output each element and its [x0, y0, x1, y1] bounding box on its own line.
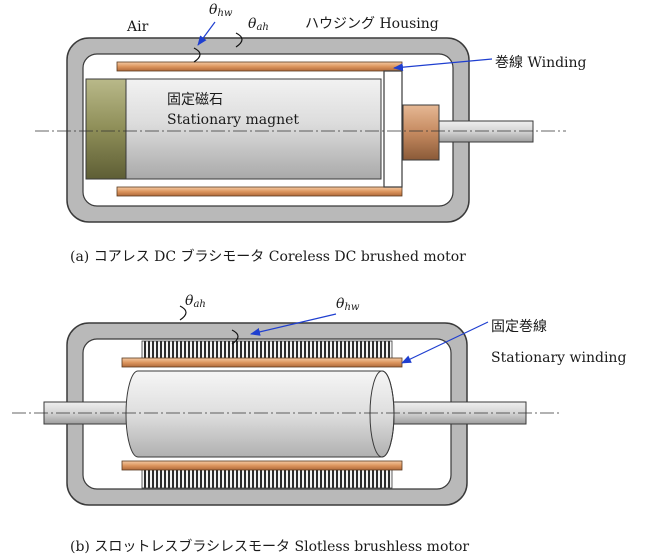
stator-core-bottom — [141, 467, 393, 489]
bushing-a — [402, 104, 440, 161]
rotor-b-end — [369, 370, 395, 458]
magnet-label-en: Stationary magnet — [167, 112, 299, 128]
gap-mark-hw-b — [231, 329, 239, 345]
diagram-a: Air θhw θah ハウジング Housing 巻線 Winding 固定磁… — [35, 2, 587, 265]
winding-top-b — [121, 357, 403, 368]
theta-ah-sub-b: ah — [193, 299, 205, 310]
rotor-b — [125, 370, 395, 458]
air-label: Air — [126, 19, 149, 35]
winding-end-a — [383, 70, 403, 188]
theta-hw-sub-b: hw — [344, 302, 359, 313]
theta-ah-label-b: θah — [185, 293, 206, 310]
winding-top-a — [116, 61, 403, 72]
shaft-a — [438, 120, 534, 143]
theta-ah-label-a: θah — [248, 16, 269, 33]
gap-mark-ah-b — [179, 305, 187, 321]
theta-hw-label-a: θhw — [209, 2, 233, 19]
theta-ah-sub-a: ah — [256, 22, 268, 33]
winding-label-b-en: Stationary winding — [491, 350, 626, 366]
winding-bottom-a — [116, 186, 403, 197]
winding-label-a: 巻線 Winding — [495, 55, 587, 71]
magnet-end-a — [85, 78, 127, 180]
caption-b: (b) スロットレスブラシレスモータ Slotless brushless mo… — [70, 538, 469, 555]
theta-hw-arrow-b — [250, 313, 337, 336]
theta-hw-label-b: θhw — [336, 296, 360, 313]
winding-label-b-jp: 固定巻線 — [491, 319, 547, 335]
magnet-label-jp: 固定磁石 — [167, 92, 223, 108]
diagram-b: θah θhw 固定巻線 Stationary winding (b) スロット… — [12, 293, 626, 555]
stationary-magnet — [125, 78, 382, 180]
winding-bottom-b — [121, 460, 403, 471]
winding-arrow-b — [401, 321, 489, 364]
theta-hw-arrow-a — [197, 21, 216, 46]
air-gap-mark-hw — [193, 47, 201, 63]
winding-arrow-a — [393, 58, 493, 72]
air-gap-mark-ah — [235, 32, 243, 48]
housing-label: ハウジング Housing — [305, 16, 439, 32]
caption-a: (a) コアレス DC ブラシモータ Coreless DC brushed m… — [70, 248, 466, 265]
theta-hw-sub-a: hw — [217, 8, 232, 19]
